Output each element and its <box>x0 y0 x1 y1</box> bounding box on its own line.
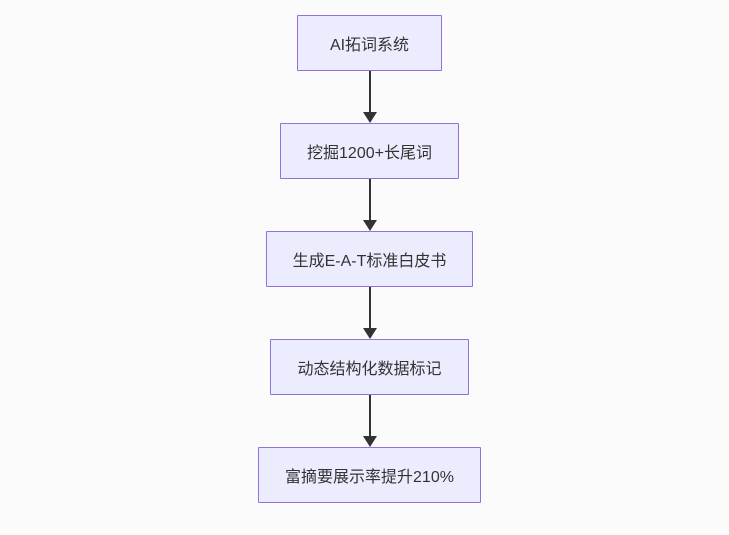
arrow-line <box>368 71 371 113</box>
flowchart-node-1: AI拓词系统 <box>297 15 442 71</box>
flowchart-node-3: 生成E-A-T标准白皮书 <box>265 231 474 287</box>
node-label-2: 挖掘1200+长尾词 <box>307 145 432 162</box>
arrowhead-down-icon <box>362 436 377 447</box>
flowchart: AI拓词系统 挖掘1200+长尾词 生成E-A-T标准白皮书 动 <box>0 15 729 503</box>
arrowhead-down-icon <box>362 112 377 123</box>
arrow-line <box>368 287 371 329</box>
flowchart-node-4: 动态结构化数据标记 <box>270 339 469 395</box>
flow-arrow-3 <box>362 287 377 339</box>
arrow-line <box>368 395 371 437</box>
flowchart-node-5: 富摘要展示率提升210% <box>258 447 481 503</box>
arrow-line <box>368 179 371 221</box>
flow-arrow-1 <box>362 71 377 123</box>
node-label-3: 生成E-A-T标准白皮书 <box>292 253 447 270</box>
flow-arrow-4 <box>362 395 377 447</box>
arrowhead-down-icon <box>362 328 377 339</box>
node-label-1: AI拓词系统 <box>329 37 410 54</box>
flow-arrow-2 <box>362 179 377 231</box>
flowchart-node-2: 挖掘1200+长尾词 <box>280 123 459 179</box>
node-label-4: 动态结构化数据标记 <box>297 361 442 378</box>
flowchart-column: AI拓词系统 挖掘1200+长尾词 生成E-A-T标准白皮书 动 <box>258 15 481 503</box>
node-label-5: 富摘要展示率提升210% <box>285 469 454 486</box>
arrowhead-down-icon <box>362 220 377 231</box>
